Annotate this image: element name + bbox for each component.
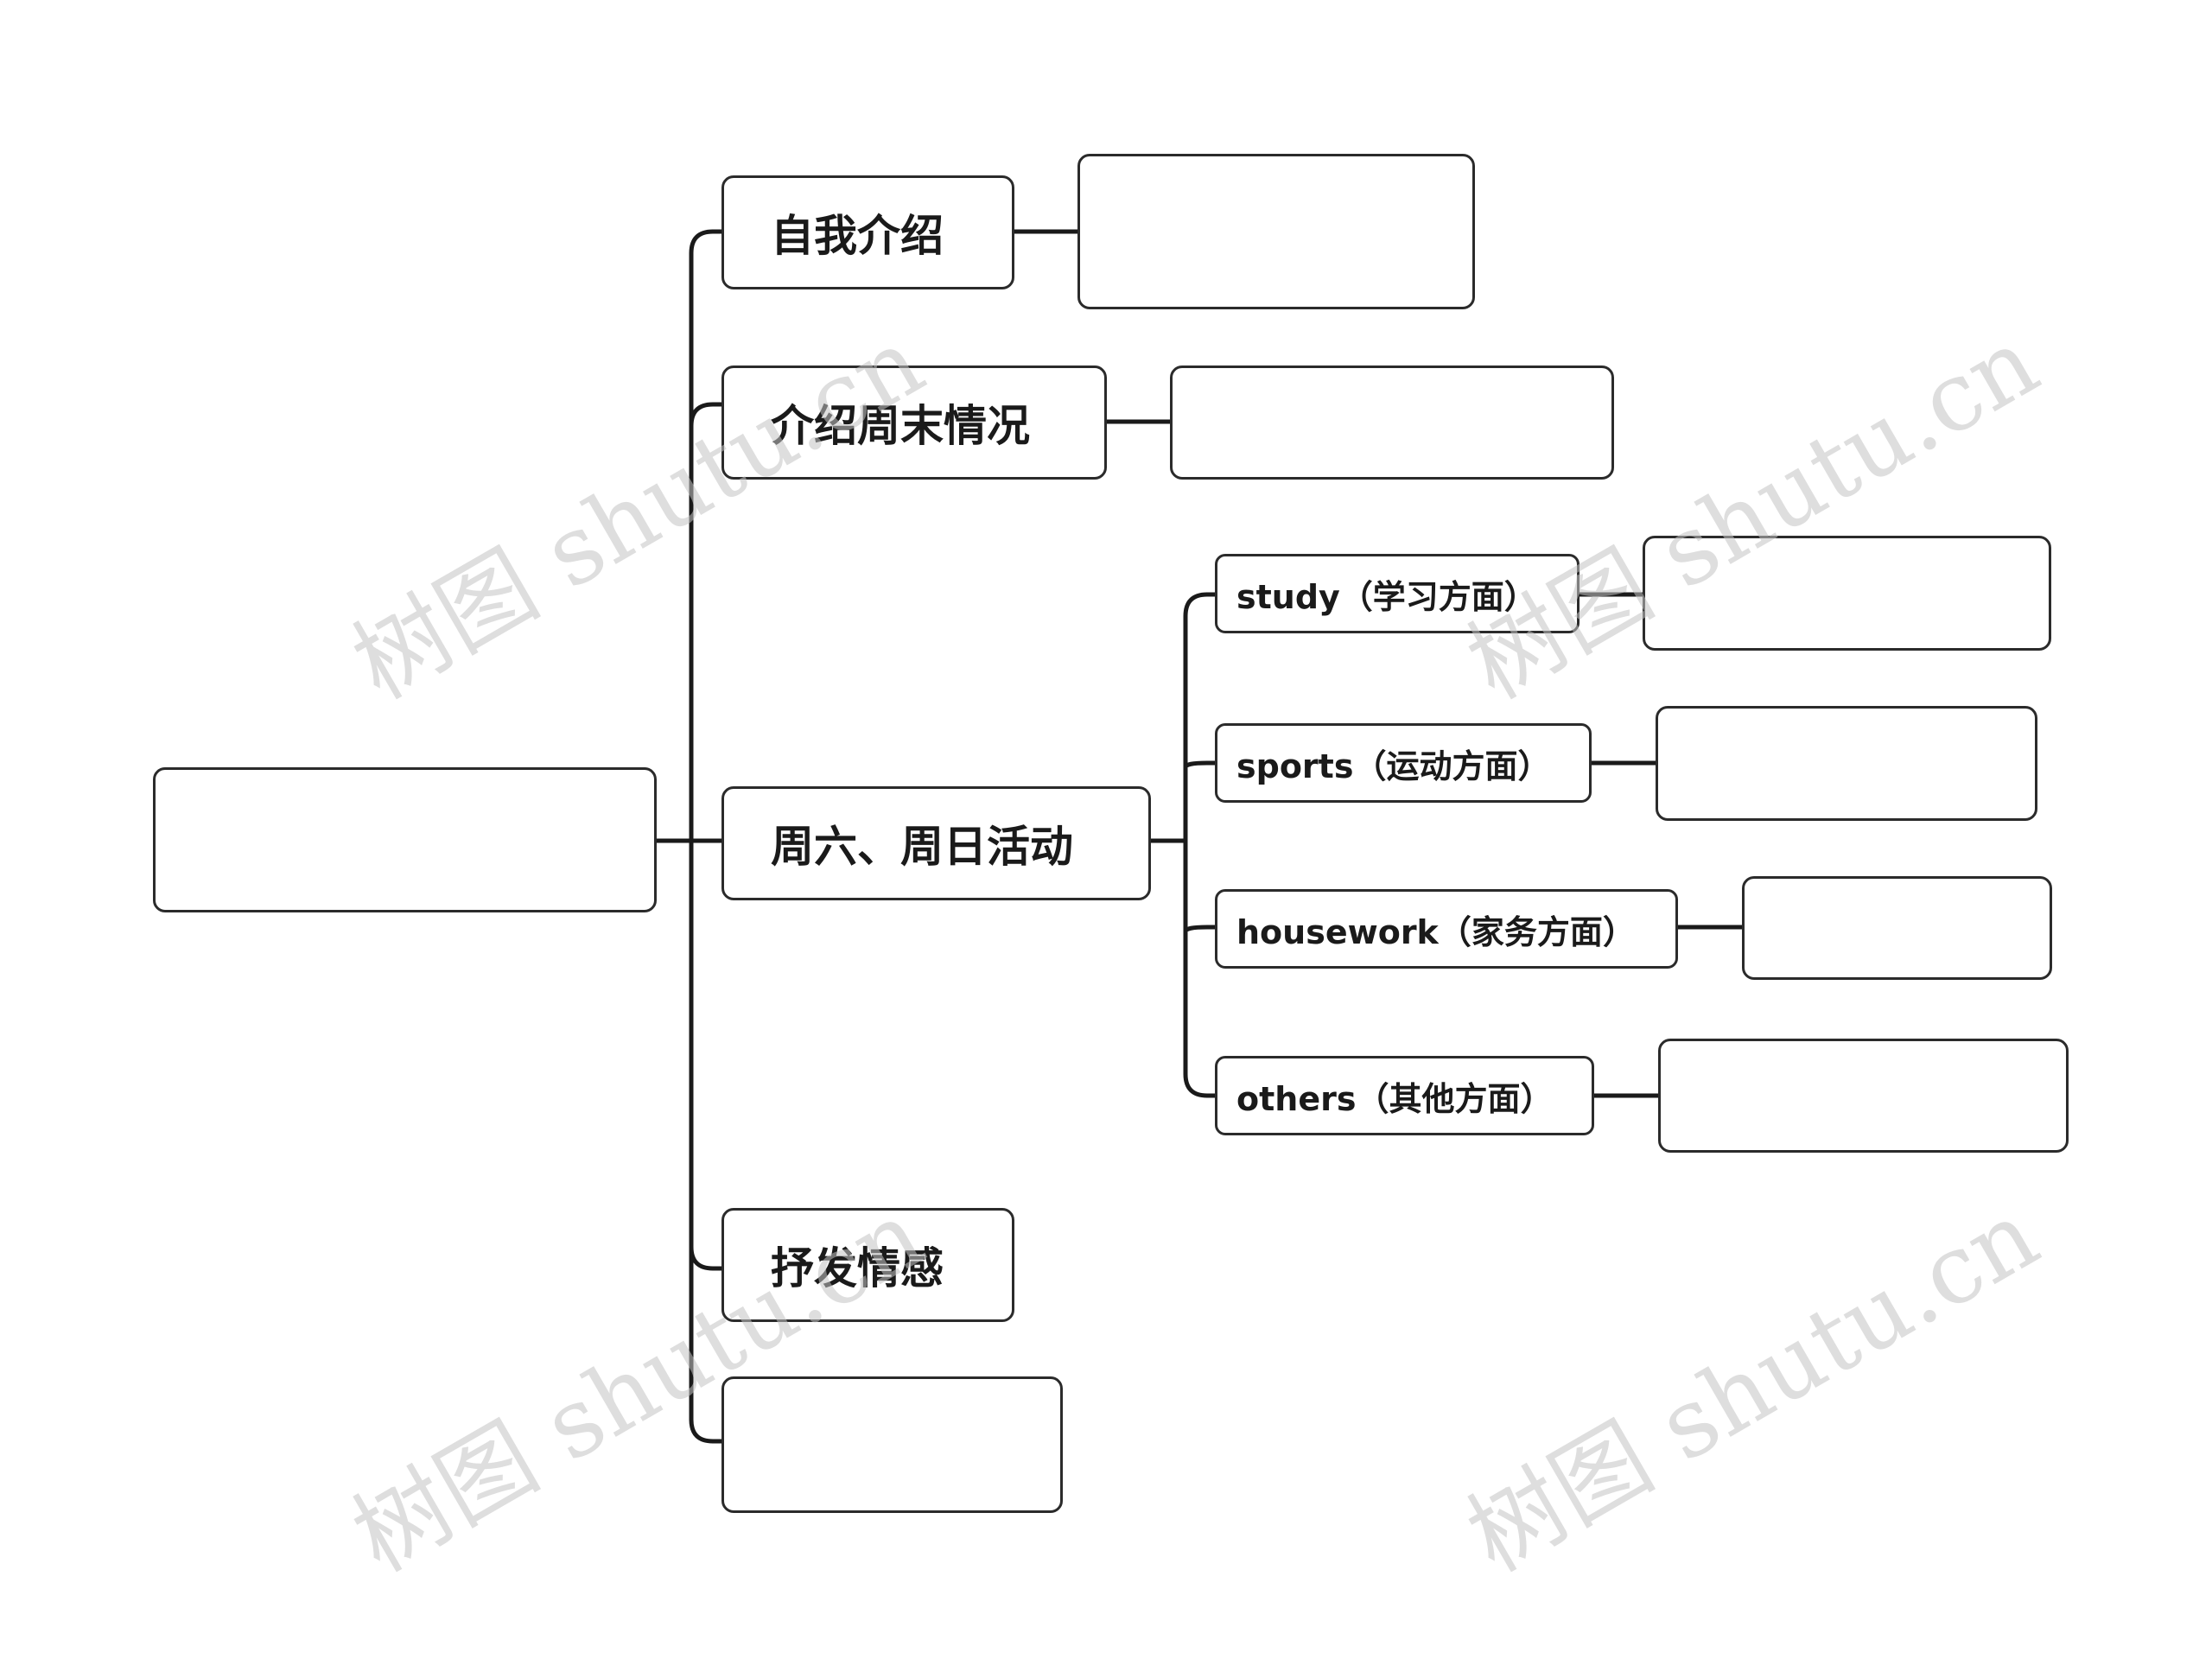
branch-label: 介绍周末情况 — [771, 401, 1030, 451]
detail-weekend-intro[interactable] — [1170, 365, 1614, 480]
branch-label: 自我介绍 — [771, 211, 944, 261]
detail-housework[interactable] — [1742, 876, 2052, 980]
detail-others[interactable] — [1658, 1039, 2069, 1153]
detail-sports[interactable] — [1656, 706, 2037, 821]
detail-study[interactable] — [1643, 536, 2051, 651]
child-others[interactable]: others（其他方面） — [1215, 1056, 1594, 1135]
branch-label: 周六、周日活动 — [771, 822, 1073, 872]
child-label: study（学习方面） — [1236, 577, 1537, 616]
detail-self-intro[interactable] — [1077, 154, 1475, 309]
branch-weekend-activities[interactable]: 周六、周日活动 — [721, 786, 1151, 900]
branch-self-intro[interactable]: 自我介绍 — [721, 175, 1014, 289]
branch-weekend-intro[interactable]: 介绍周末情况 — [721, 365, 1107, 480]
child-label: housework（家务方面） — [1236, 912, 1636, 951]
child-housework[interactable]: housework（家务方面） — [1215, 889, 1678, 969]
child-label: others（其他方面） — [1236, 1079, 1554, 1118]
child-sports[interactable]: sports（运动方面） — [1215, 723, 1592, 803]
child-study[interactable]: study（学习方面） — [1215, 554, 1580, 633]
child-label: sports（运动方面） — [1236, 747, 1551, 785]
branch-express-feelings[interactable]: 抒发情感 — [721, 1208, 1014, 1322]
branch-label: 抒发情感 — [771, 1243, 944, 1294]
branch-empty[interactable] — [721, 1376, 1063, 1513]
root-node[interactable] — [153, 767, 657, 912]
